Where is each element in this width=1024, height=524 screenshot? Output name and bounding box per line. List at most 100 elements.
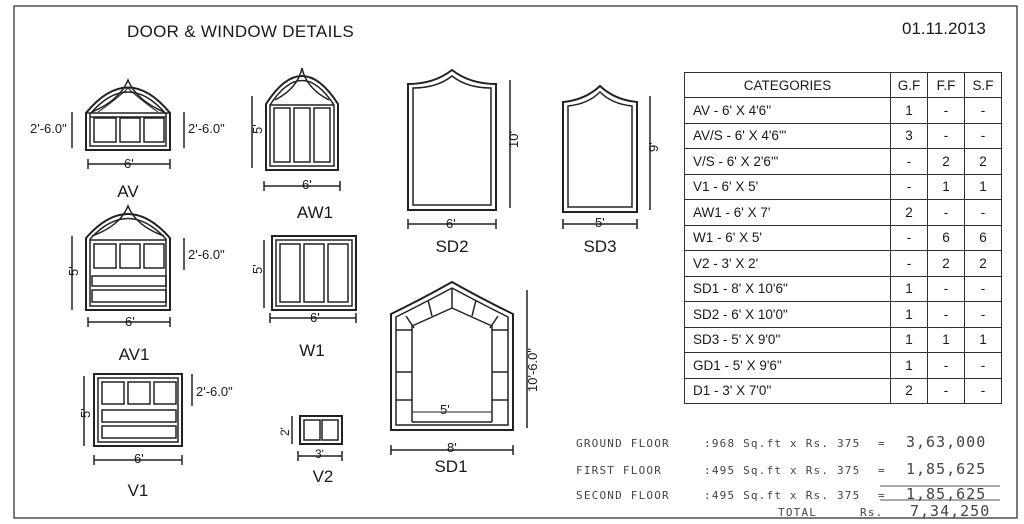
note-ground-calc: :968 Sq.ft x Rs. 375: [704, 437, 861, 450]
row-gf: 1: [890, 97, 928, 124]
row-gf: -: [890, 173, 928, 200]
sheet-border: [13, 5, 1018, 519]
v1-width: 6': [134, 451, 144, 466]
sd2-height: 10': [506, 131, 521, 148]
table-row: GD1 - 5' X 9'6"1--: [684, 352, 1002, 379]
window-v1: [83, 373, 193, 465]
header-gf: G.F: [890, 72, 928, 98]
table-row: D1 - 3' X 7'0"2--: [684, 377, 1002, 404]
page-title: DOOR & WINDOW DETAILS: [127, 22, 354, 41]
row-category: SD3 - 5' X 9'0": [684, 326, 891, 353]
label-sd2: SD2: [435, 237, 469, 256]
label-w1: W1: [299, 341, 325, 360]
w1-height: 5': [250, 264, 265, 274]
sd1-inner-width: 5': [440, 402, 450, 417]
row-category: AV - 6' X 4'6": [684, 97, 891, 124]
row-sf: -: [964, 352, 1002, 379]
note-ground-label: GROUND FLOOR: [576, 437, 670, 450]
note-first-calc: :495 Sq.ft x Rs. 375: [704, 464, 861, 477]
note-first-label: FIRST FLOOR: [576, 464, 663, 477]
sd3-height: 9': [646, 142, 661, 152]
row-ff: -: [927, 377, 965, 404]
w1-width: 6': [310, 310, 320, 325]
note-total-amount: 7,34,250: [910, 502, 991, 520]
row-ff: -: [927, 97, 965, 124]
table-row: SD1 - 8' X 10'6"1--: [684, 275, 1002, 302]
row-gf: 1: [890, 275, 928, 302]
label-v1: V1: [127, 481, 149, 500]
v2-width: 3': [315, 447, 324, 461]
header-sf: S.F: [964, 72, 1002, 98]
note-ground-amount: 3,63,000: [906, 433, 987, 451]
row-gf: -: [890, 148, 928, 175]
row-gf: 1: [890, 301, 928, 328]
sd1-outer-width: 8': [447, 440, 457, 455]
v1-height: 5': [78, 408, 93, 418]
label-av: AV: [117, 182, 139, 201]
label-av1: AV1: [118, 345, 150, 364]
header-categories: CATEGORIES: [684, 72, 891, 98]
row-ff: 2: [927, 148, 965, 175]
note-second-calc: :495 Sq.ft x Rs. 375: [704, 489, 861, 502]
window-w1: [263, 235, 357, 323]
row-category: V2 - 3' X 2': [684, 250, 891, 277]
row-ff: -: [927, 199, 965, 226]
categories-table: CATEGORIES G.F F.F S.F AV - 6' X 4'6"1--…: [684, 72, 1002, 404]
row-gf: -: [890, 224, 928, 251]
note-first-amount: 1,85,625: [906, 460, 987, 478]
row-category: SD2 - 6' X 10'0": [684, 301, 891, 328]
row-sf: -: [964, 301, 1002, 328]
window-aw1: [251, 67, 341, 191]
row-ff: 6: [927, 224, 965, 251]
av-width: 6': [124, 156, 134, 171]
av1-height: 5': [66, 266, 81, 276]
note-total-currency: Rs.: [860, 506, 884, 519]
row-sf: -: [964, 199, 1002, 226]
row-sf: 1: [964, 173, 1002, 200]
sd1-height: 10'-6.0": [525, 348, 540, 392]
window-av: [71, 77, 185, 169]
row-gf: 1: [890, 352, 928, 379]
label-v2: V2: [312, 467, 334, 486]
door-sd3: [562, 84, 651, 229]
row-ff: -: [927, 352, 965, 379]
row-gf: -: [890, 250, 928, 277]
row-gf: 2: [890, 199, 928, 226]
row-sf: -: [964, 377, 1002, 404]
row-category: GD1 - 5' X 9'6": [684, 352, 891, 379]
row-ff: 2: [927, 250, 965, 277]
v1-side-height: 2'-6.0": [196, 384, 233, 399]
table-header-row: CATEGORIES G.F F.F S.F: [684, 72, 1002, 98]
av1-width: 6': [125, 314, 135, 329]
label-sd1: SD1: [434, 457, 468, 476]
door-sd2: [407, 68, 511, 229]
table-row: AW1 - 6' X 7'2--: [684, 199, 1002, 226]
row-ff: 1: [927, 326, 965, 353]
row-gf: 3: [890, 122, 928, 149]
table-row: AV/S - 6' X 4'6'"3--: [684, 122, 1002, 149]
row-ff: -: [927, 122, 965, 149]
window-av1: [71, 203, 185, 327]
av-right-height: 2'-6.0": [188, 121, 225, 136]
window-v2: [291, 415, 343, 461]
av-left-height: 2'-6.0": [30, 121, 67, 136]
sd2-width: 6': [446, 216, 456, 231]
row-category: V/S - 6' X 2'6'": [684, 148, 891, 175]
note-ground-eq: =: [878, 437, 886, 450]
label-aw1: AW1: [296, 203, 334, 222]
row-sf: -: [964, 275, 1002, 302]
note-first-eq: =: [878, 464, 886, 477]
note-second-eq: =: [878, 489, 886, 502]
row-sf: 6: [964, 224, 1002, 251]
table-row: AV - 6' X 4'6"1--: [684, 97, 1002, 124]
row-category: SD1 - 8' X 10'6": [684, 275, 891, 302]
row-ff: -: [927, 275, 965, 302]
label-sd3: SD3: [583, 237, 617, 256]
row-sf: -: [964, 97, 1002, 124]
row-category: D1 - 3' X 7'0": [684, 377, 891, 404]
row-gf: 2: [890, 377, 928, 404]
